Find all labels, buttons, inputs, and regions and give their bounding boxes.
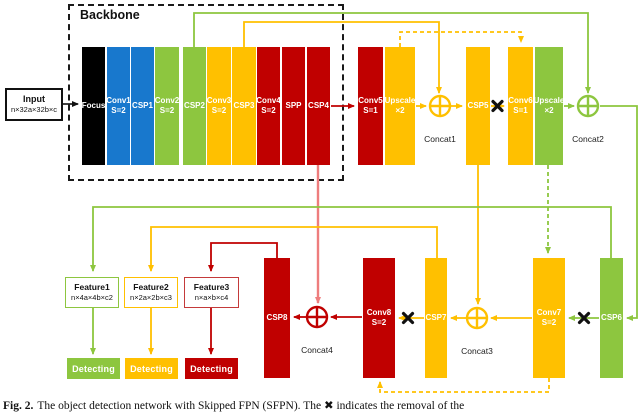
- figure-caption: Fig. 2.The object detection network with…: [3, 398, 640, 412]
- dashed-upscale1-to-conv6: [399, 31, 524, 47]
- figure-caption-text: The object detection network with Skippe…: [37, 400, 465, 412]
- detecting1-box: Detecting: [67, 358, 120, 379]
- concat4-label: Concat4: [301, 345, 333, 355]
- block-csp2: CSP2: [183, 47, 206, 165]
- concat2-label: Concat2: [572, 134, 604, 144]
- input-dims: n×32a×32b×c: [10, 105, 58, 115]
- cut-x-icon-csp7-conv8: [401, 311, 415, 325]
- block-spp: SPP: [282, 47, 305, 165]
- concat1-label: Concat1: [424, 134, 456, 144]
- block-csp1: CSP1: [131, 47, 154, 165]
- block-upscale1: Upscale×2: [385, 47, 415, 165]
- block-csp3: CSP3: [232, 47, 256, 165]
- concat3-label: Concat3: [461, 346, 493, 356]
- block-csp6: CSP6: [600, 258, 623, 378]
- cut-x-icon-csp6-conv7: [577, 311, 591, 325]
- figure-caption-number: Fig. 2.: [3, 400, 34, 412]
- block-upscale2: Upscale×2: [534, 47, 564, 165]
- concat2-plus-icon: [576, 94, 600, 118]
- input-label: Input: [23, 94, 45, 105]
- detecting2-box: Detecting: [125, 358, 178, 379]
- block-csp4: CSP4: [307, 47, 330, 165]
- cut-x-icon-csp5-conv6: [491, 99, 504, 113]
- block-focus: Focus: [82, 47, 105, 165]
- concat4-plus-icon: [305, 305, 329, 329]
- concat1-plus-icon: [428, 94, 452, 118]
- detecting3-box: Detecting: [185, 358, 238, 379]
- backbone-title: Backbone: [80, 8, 140, 22]
- block-csp7: CSP7: [425, 258, 447, 378]
- concat3-plus-icon: [465, 306, 489, 330]
- dashed-conv7-to-conv8: [377, 378, 550, 393]
- block-csp8: CSP8: [264, 258, 290, 378]
- block-csp5: CSP5: [466, 47, 490, 165]
- input-box: Input n×32a×32b×c: [5, 88, 63, 121]
